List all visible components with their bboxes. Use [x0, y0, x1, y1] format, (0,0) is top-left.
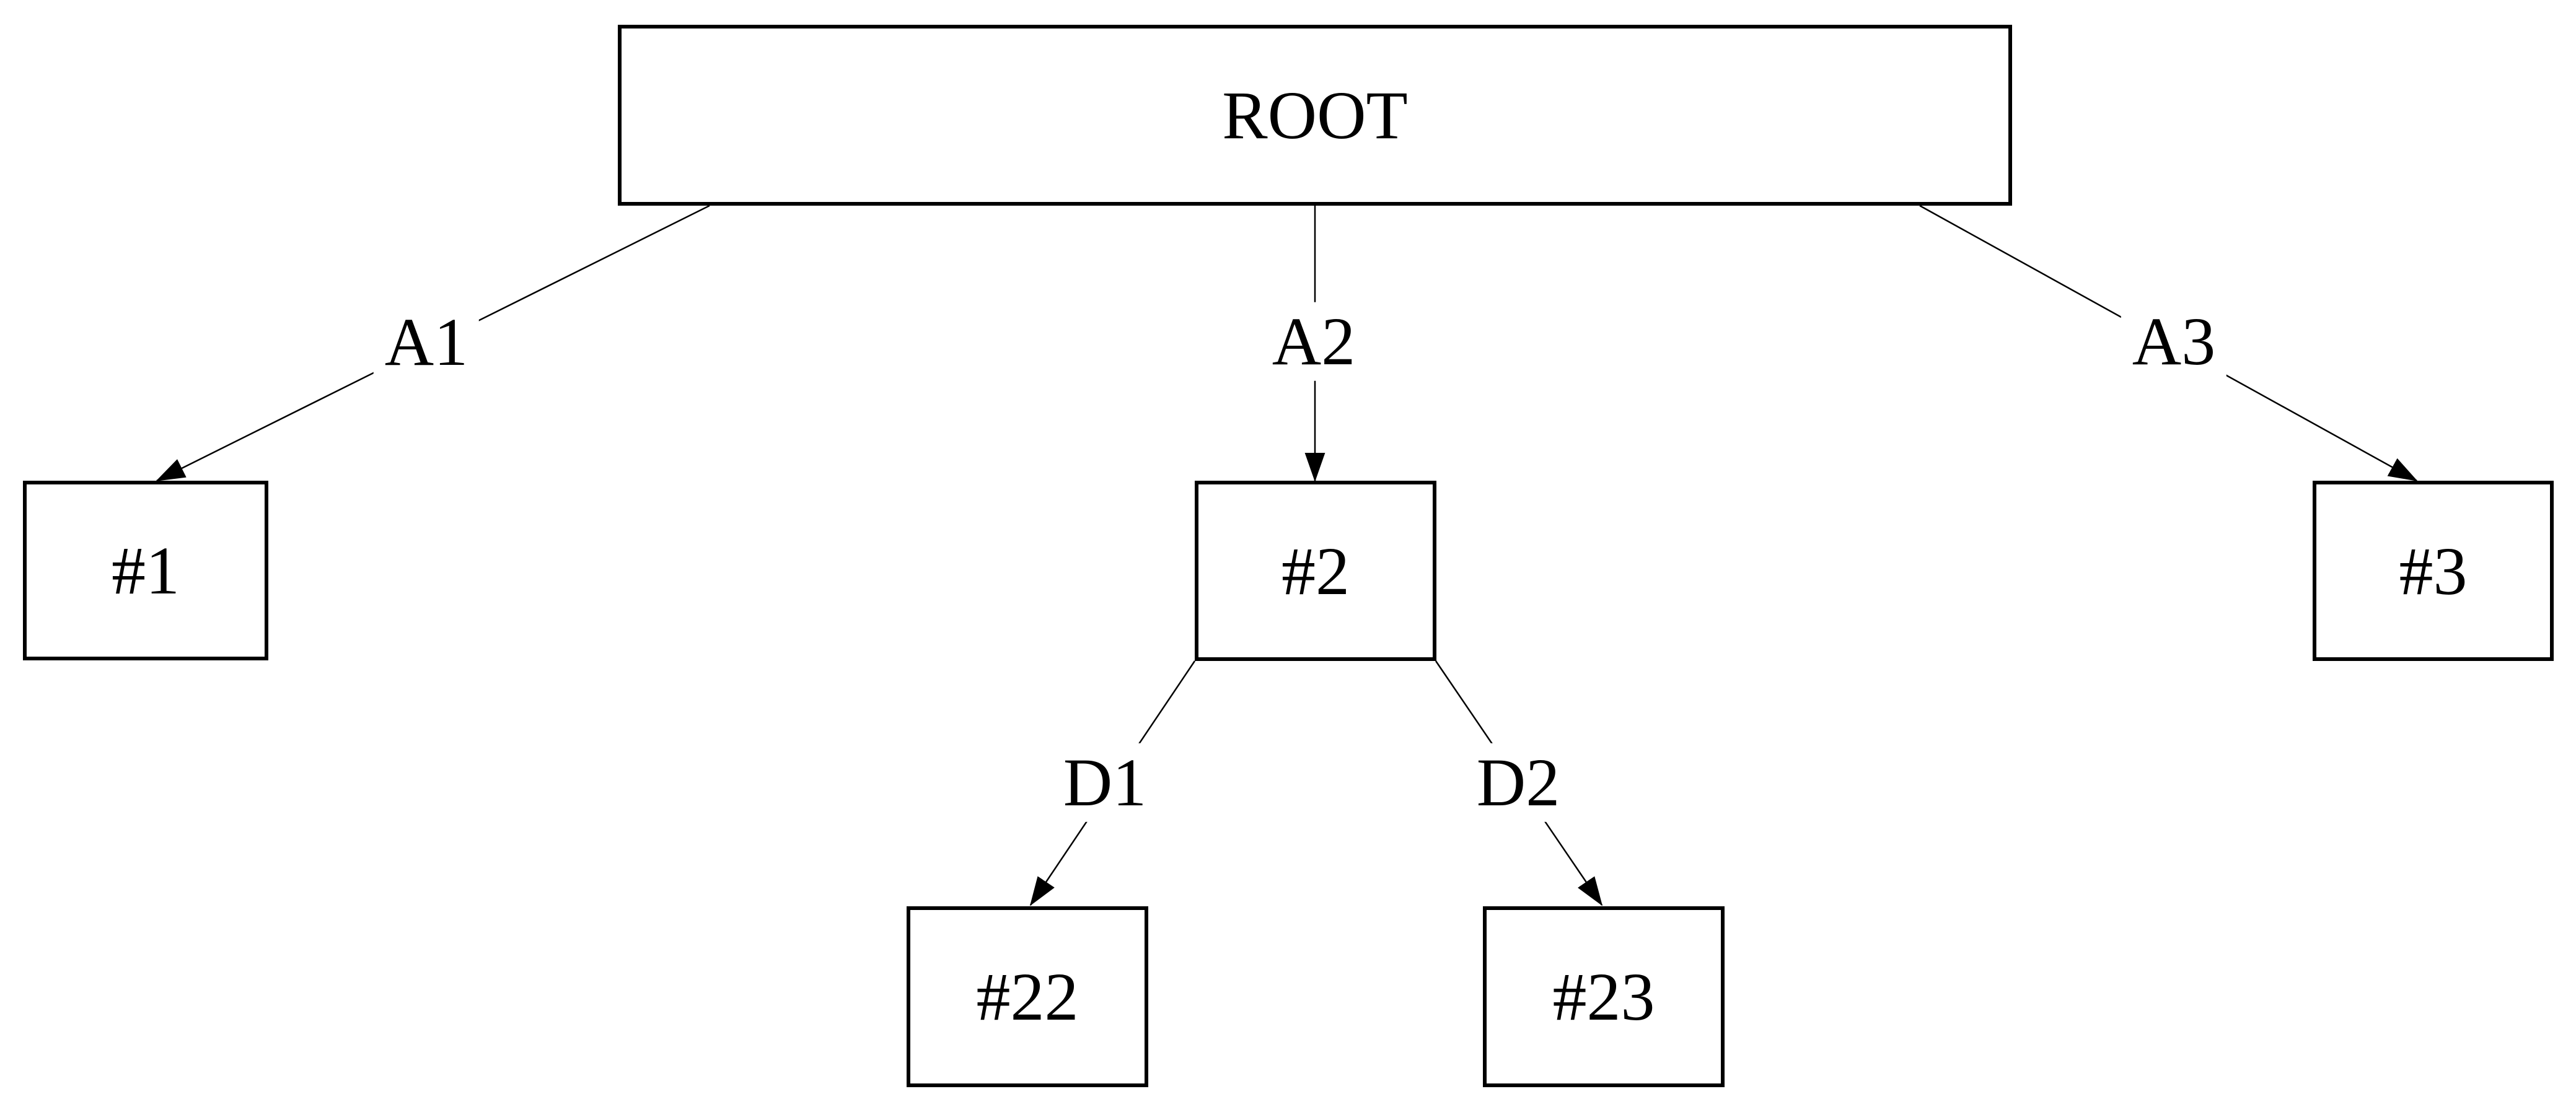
node-2-label: #2: [1281, 533, 1350, 609]
node-root-label: ROOT: [1222, 77, 1408, 153]
node-root: ROOT: [618, 25, 2012, 206]
node-1: #1: [23, 481, 268, 660]
edge-label-d1: D1: [1052, 743, 1158, 822]
node-3-label: #3: [2399, 533, 2468, 609]
node-2: #2: [1195, 481, 1436, 661]
node-22: #22: [907, 906, 1148, 1087]
edge-label-a3: A3: [2121, 302, 2227, 381]
node-3: #3: [2313, 481, 2554, 661]
node-1-label: #1: [112, 533, 180, 608]
node-22-label: #22: [976, 959, 1079, 1035]
node-23-label: #23: [1552, 959, 1655, 1035]
edge-label-a1: A1: [373, 302, 480, 382]
edge-label-d2: D2: [1465, 743, 1572, 822]
edge-label-a2: A2: [1260, 302, 1367, 381]
node-23: #23: [1483, 906, 1725, 1087]
